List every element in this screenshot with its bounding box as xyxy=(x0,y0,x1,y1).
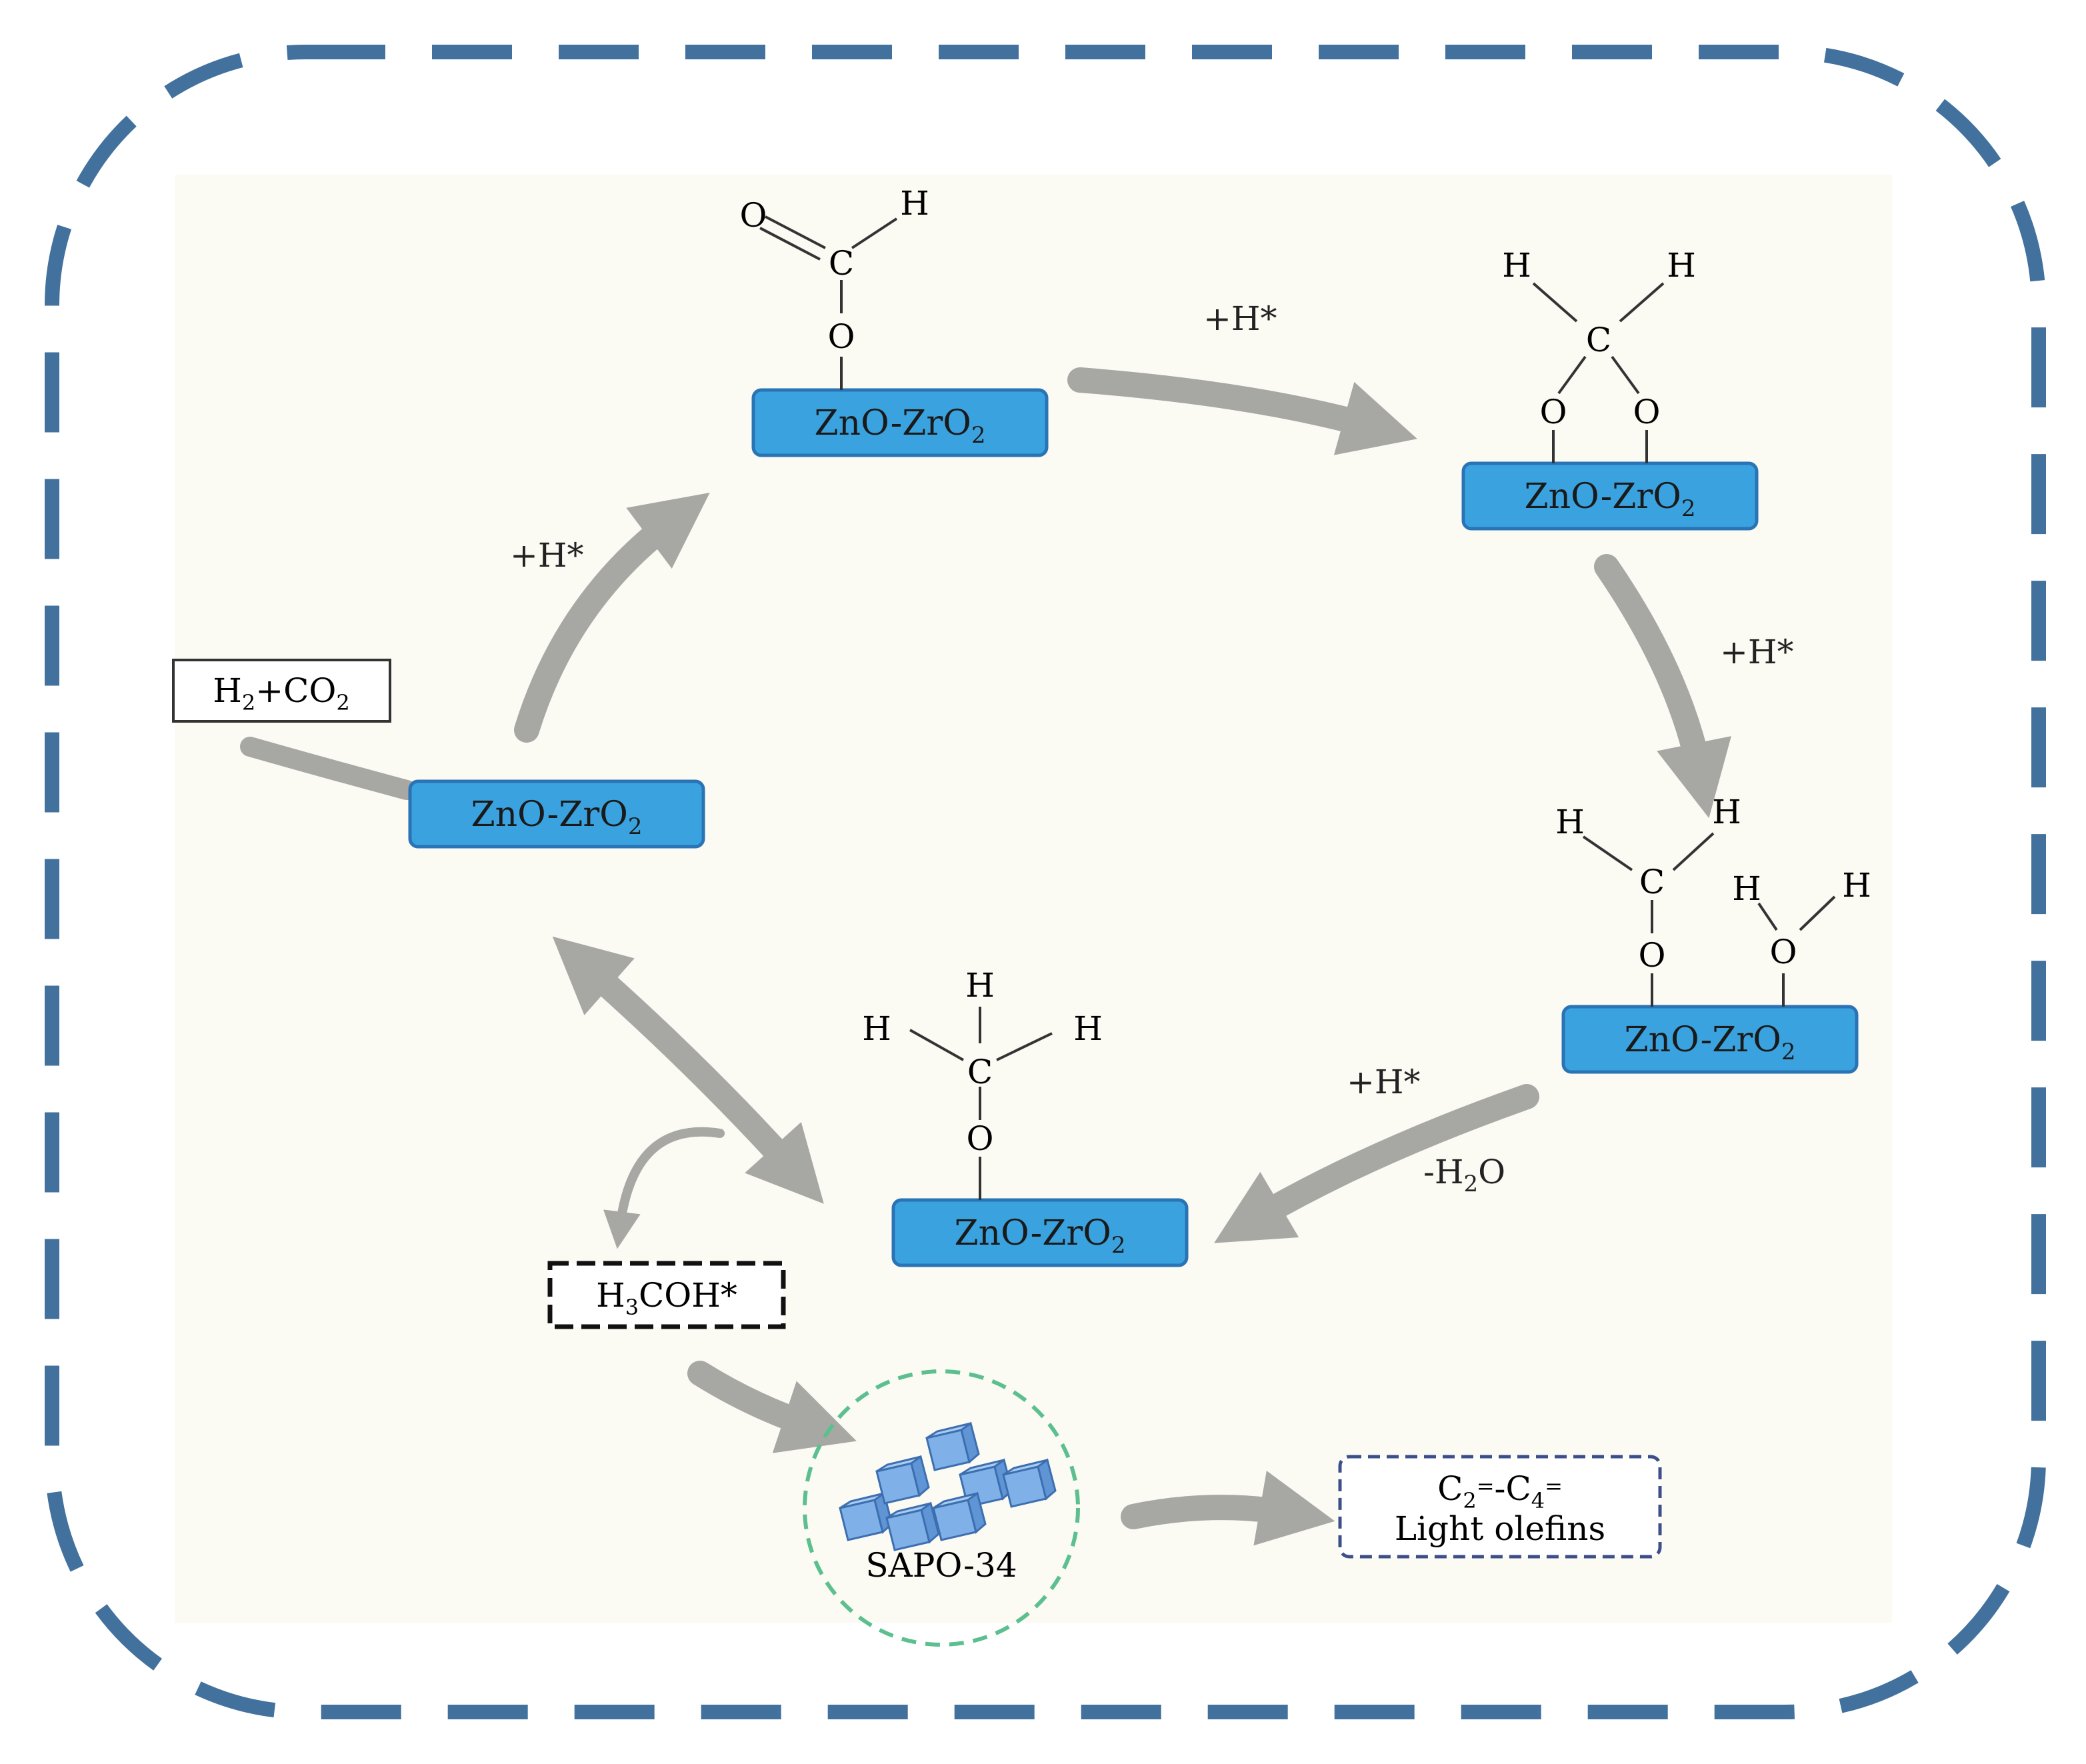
molecule-formate: O H C O xyxy=(740,184,929,390)
atom-o: O xyxy=(740,196,767,235)
label-plus-h-bottom: +H* xyxy=(1347,1063,1421,1101)
label-plus-h-right: +H* xyxy=(1720,633,1794,671)
methanol-box xyxy=(547,1261,786,1329)
catalyst-box xyxy=(1461,461,1759,531)
reaction-arrows xyxy=(240,367,1731,1546)
atom-h: H xyxy=(1842,866,1871,905)
atom-c: C xyxy=(1639,863,1665,901)
zeolite-label: SAPO-34 xyxy=(865,1546,1017,1585)
arrow-curved-to-methanol xyxy=(603,1127,725,1249)
atom-o: O xyxy=(1540,393,1567,431)
reagent-h2-co2: H2+CO2 xyxy=(172,659,391,723)
catalyst-bottom: ZnO-ZrO2 xyxy=(891,1198,1189,1267)
step-labels: +H* +H* +H* +H* -H2O xyxy=(510,299,1794,1197)
atom-o: O xyxy=(967,1119,994,1158)
arrow-right xyxy=(1594,554,1731,819)
atom-o: O xyxy=(1633,393,1661,431)
atom-h: H xyxy=(965,966,995,1005)
arrow-bottom-left-double xyxy=(552,936,824,1204)
catalyst-label: ZnO-ZrO2 xyxy=(471,795,643,840)
arrow-h2co2-tail xyxy=(240,737,417,800)
product-formula: C2=-C4= xyxy=(1437,1469,1563,1513)
catalyst-left: ZnO-ZrO2 xyxy=(408,779,705,849)
arrow-top xyxy=(1067,367,1417,455)
atom-c: C xyxy=(829,244,854,283)
catalyst-label: ZnO-ZrO2 xyxy=(955,1213,1126,1259)
zeolite-ring xyxy=(803,1369,1080,1647)
product-name: Light olefins xyxy=(1395,1509,1605,1548)
atom-h: H xyxy=(1667,246,1696,285)
sapo-34-zeolite: SAPO-34 xyxy=(803,1369,1080,1647)
label-minus-h2o: -H2O xyxy=(1423,1153,1505,1197)
atom-h: H xyxy=(900,184,929,223)
atom-h: H xyxy=(1073,1009,1103,1048)
catalyst-label: ZnO-ZrO2 xyxy=(815,403,986,449)
reagent-label: H2+CO2 xyxy=(213,671,349,715)
atom-h: H xyxy=(1502,246,1531,285)
reagent-box xyxy=(172,659,391,723)
molecule-methoxy: H H H C O xyxy=(862,966,1103,1200)
catalyst-label: ZnO-ZrO2 xyxy=(1525,477,1696,522)
catalyst-lower-right: ZnO-ZrO2 xyxy=(1561,1005,1859,1074)
atom-c: C xyxy=(1586,321,1611,359)
atom-h: H xyxy=(1732,869,1761,908)
product-light-olefins: C2=-C4= Light olefins xyxy=(1338,1455,1662,1559)
atom-o: O xyxy=(1770,933,1797,971)
catalyst-upper-right: ZnO-ZrO2 xyxy=(1461,461,1759,531)
atom-h: H xyxy=(1712,793,1741,831)
molecule-dioxymethylene: H H C O O xyxy=(1502,246,1696,463)
product-box xyxy=(1338,1455,1662,1559)
catalyst-box xyxy=(408,779,705,849)
catalyst-label: ZnO-ZrO2 xyxy=(1625,1020,1796,1065)
catalyst-box xyxy=(891,1198,1189,1267)
arrow-bottom-right xyxy=(1214,1084,1539,1243)
methanol-label: H3COH* xyxy=(596,1276,737,1320)
arrow-left-up xyxy=(514,492,710,743)
catalyst-box xyxy=(751,388,1049,457)
atom-o: O xyxy=(1639,936,1666,975)
zeolite-crystals xyxy=(839,1421,1057,1551)
catalyst-top: ZnO-ZrO2 xyxy=(751,388,1049,457)
arrow-sapo-to-product xyxy=(1121,1471,1335,1546)
catalyst-box xyxy=(1561,1005,1859,1074)
molecule-methoxy-hydroxyl: H H C O H H O xyxy=(1555,793,1871,1007)
arrow-methanol-to-sapo xyxy=(687,1361,857,1453)
atom-c: C xyxy=(967,1053,993,1091)
label-plus-h-left: +H* xyxy=(510,536,584,575)
atom-o: O xyxy=(828,317,855,356)
atom-h: H xyxy=(862,1009,891,1048)
methanol-intermediate: H3COH* xyxy=(547,1261,786,1329)
atom-h: H xyxy=(1555,803,1585,841)
label-plus-h-top: +H* xyxy=(1203,299,1277,338)
